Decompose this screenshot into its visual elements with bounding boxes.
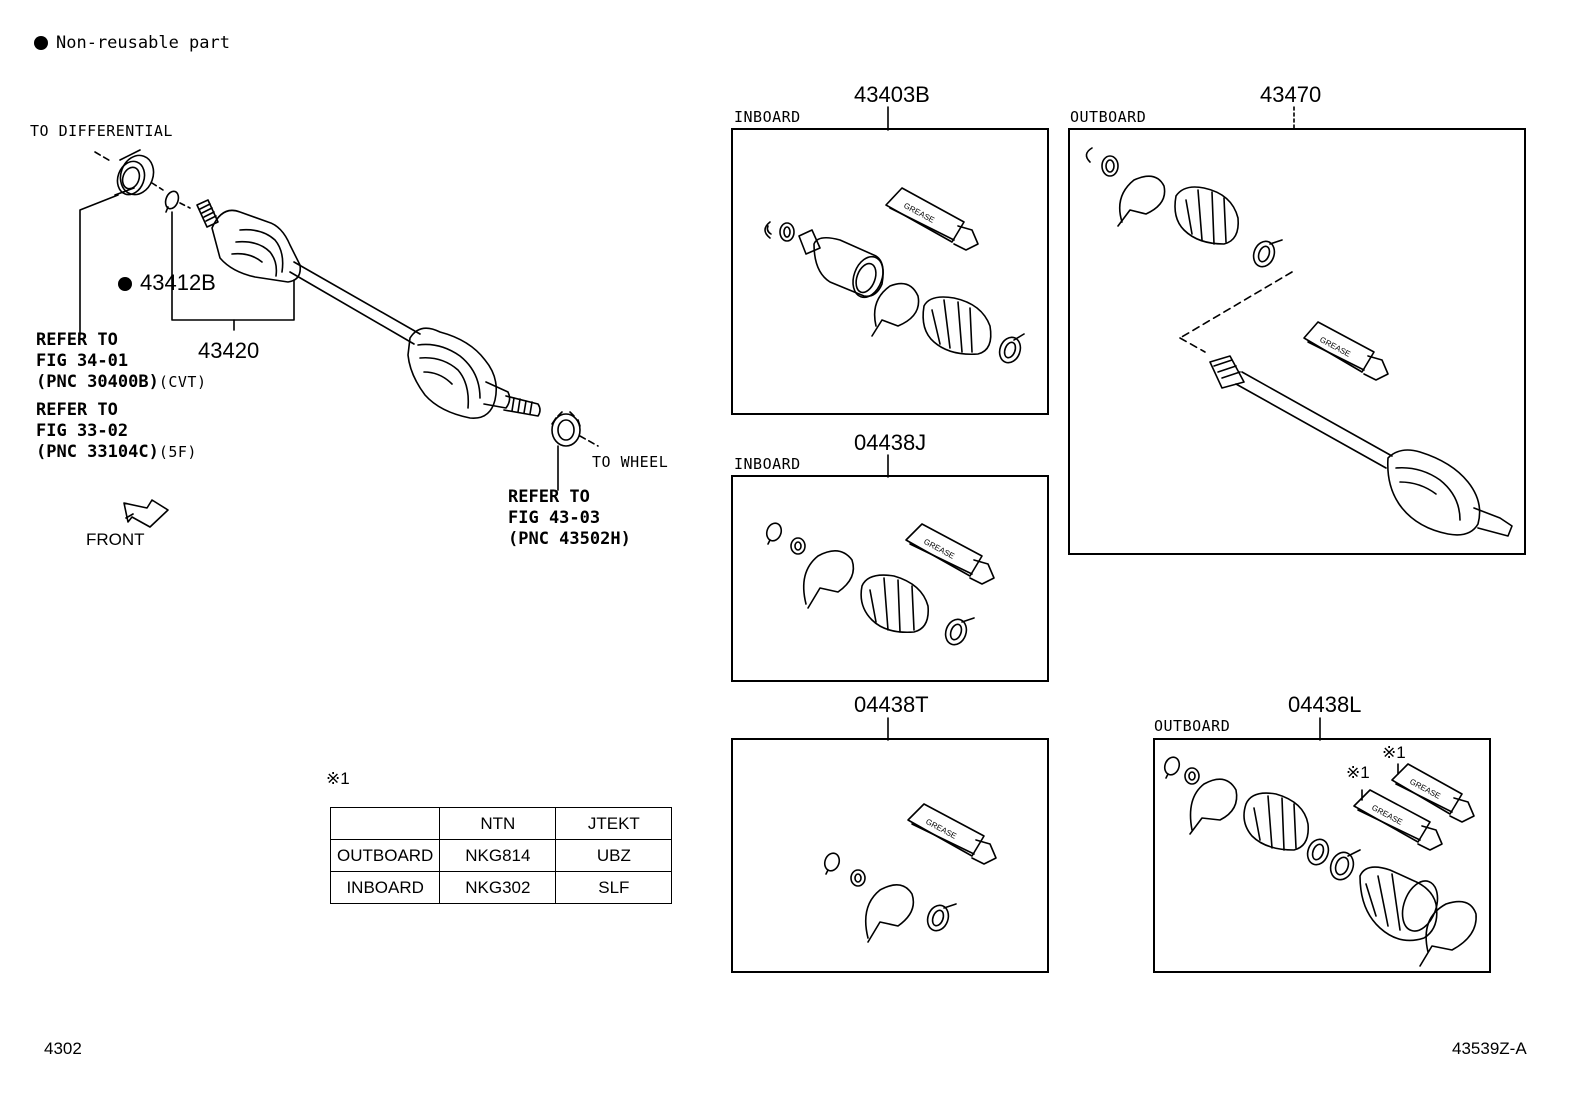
kit-04438l-box <box>1153 738 1491 973</box>
legend-text: Non-reusable part <box>56 33 230 53</box>
refer3-line2[interactable]: FIG 43-03 <box>508 508 601 528</box>
refer2-pnc[interactable]: (PNC 33104C) <box>36 442 159 462</box>
main-drive-shaft <box>79 149 599 491</box>
grease-tube-icon <box>907 803 997 865</box>
table-cell: UBZ <box>555 839 673 872</box>
grease-tube-icon <box>1303 321 1389 381</box>
table-header-cell: NTN <box>439 807 557 840</box>
refer2-line2[interactable]: FIG 33-02 <box>36 421 129 441</box>
to-differential-label: TO DIFFERENTIAL <box>30 122 173 140</box>
kit-04438l-drawing <box>1163 756 1477 967</box>
to-wheel-label: TO WHEEL <box>592 453 669 471</box>
front-arrow-icon <box>123 499 169 528</box>
refer3-line3[interactable]: (PNC 43502H) <box>508 529 631 549</box>
legend-non-reusable: Non-reusable part <box>34 35 230 52</box>
kit-43470-pnc[interactable]: 43470 <box>1260 82 1322 107</box>
grease-tube-icon <box>885 187 979 251</box>
table-cell: OUTBOARD <box>329 839 441 872</box>
front-label: FRONT <box>86 530 145 549</box>
kit-04438j-drawing <box>765 522 995 646</box>
kit-04438l-side: OUTBOARD <box>1154 717 1231 735</box>
kit-04438l-pnc[interactable]: 04438L <box>1288 692 1362 717</box>
refer2-line3: (PNC 33104C)(5F) <box>36 444 197 461</box>
table-header-cell <box>329 807 441 840</box>
kit-04438l-mark-2: ※1 <box>1382 743 1406 762</box>
table-cell: NKG814 <box>439 839 557 872</box>
table-header-row: NTN JTEKT <box>329 807 673 840</box>
kit-04438j-pnc[interactable]: 04438J <box>854 430 927 455</box>
kit-43470-side: OUTBOARD <box>1070 108 1147 126</box>
refer1-note: (CVT) <box>158 373 207 391</box>
kit-43403b-drawing <box>764 187 1025 364</box>
table-cell: NKG302 <box>439 871 557 904</box>
part-43412b[interactable]: 43412B <box>118 272 216 294</box>
kit-04438t-drawing <box>823 803 997 943</box>
footer-figure-number: 4302 <box>44 1039 82 1058</box>
refer1-line1: REFER TO <box>36 330 118 350</box>
kit-43403b-box <box>731 128 1049 415</box>
kit-43403b-side: INBOARD <box>734 108 801 126</box>
kit-04438t-pnc[interactable]: 04438T <box>854 692 929 717</box>
refer3-line1: REFER TO <box>508 487 590 507</box>
table-row: OUTBOARD NKG814 UBZ <box>329 839 673 872</box>
kit-43470-box <box>1068 128 1526 555</box>
refer1-pnc[interactable]: (PNC 30400B) <box>36 372 159 392</box>
kit-43470-drawing <box>1085 147 1513 537</box>
kit-04438t-box <box>731 738 1049 973</box>
table-row: INBOARD NKG302 SLF <box>329 871 673 904</box>
kit-04438l-mark-1: ※1 <box>1346 763 1370 782</box>
kit-04438j-side: INBOARD <box>734 455 801 473</box>
grease-tube-icon <box>1353 789 1443 851</box>
refer1-line2[interactable]: FIG 34-01 <box>36 351 129 371</box>
footer-illustration-code: 43539Z-A <box>1452 1039 1527 1058</box>
table-cell: INBOARD <box>329 871 441 904</box>
refer1-line3: (PNC 30400B)(CVT) <box>36 374 206 391</box>
grease-tube-icon <box>905 523 995 585</box>
lock-nut-icon <box>551 411 581 447</box>
snap-ring-icon <box>164 190 180 213</box>
note-table: NTN JTEKT OUTBOARD NKG814 UBZ INBOARD NK… <box>329 807 673 904</box>
non-reusable-bullet-icon <box>118 277 132 292</box>
table-cell: SLF <box>555 871 673 904</box>
part-43420[interactable]: 43420 <box>198 338 260 363</box>
table-header-cell: JTEKT <box>555 807 673 840</box>
refer2-line1: REFER TO <box>36 400 118 420</box>
oil-seal-icon <box>114 149 155 196</box>
kit-43403b-pnc[interactable]: 43403B <box>854 82 930 107</box>
refer2-note: (5F) <box>158 443 197 461</box>
bullet-icon <box>34 36 48 50</box>
note-table-title: ※1 <box>326 769 350 788</box>
part-43412b-label: 43412B <box>140 270 216 295</box>
grease-tube-icon <box>1391 763 1475 823</box>
kit-04438j-box <box>731 475 1049 682</box>
